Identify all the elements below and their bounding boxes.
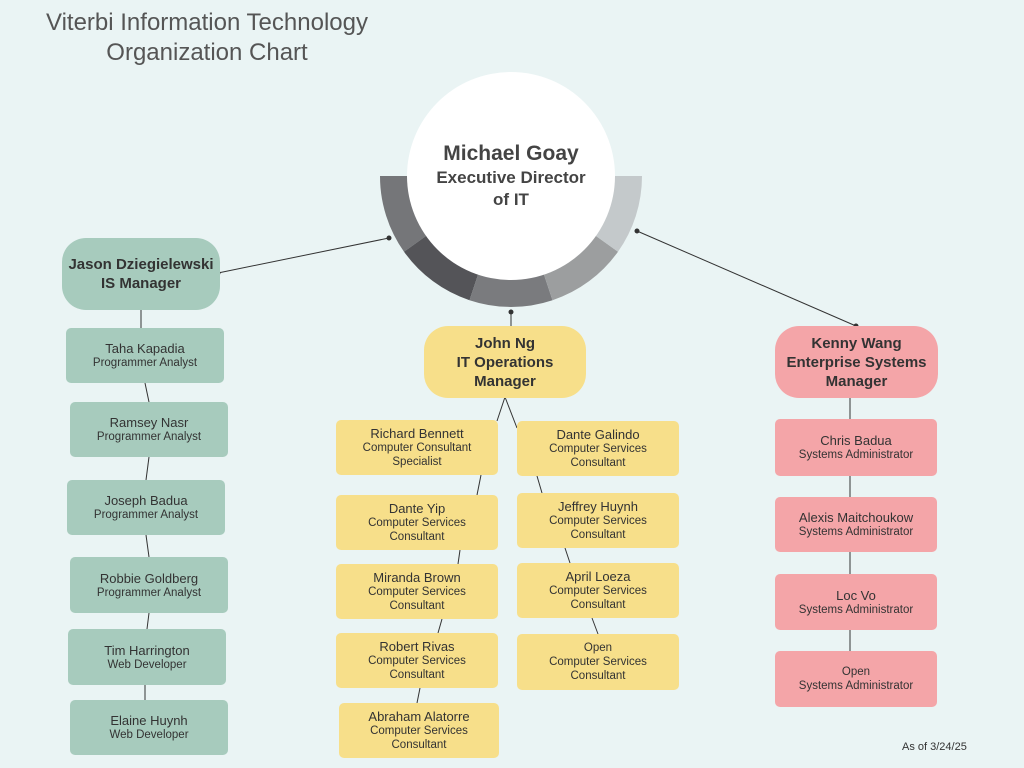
employee-role: Programmer Analyst: [93, 509, 199, 521]
employee-card: Tim Harrington Web Developer: [68, 629, 226, 685]
page-title: Viterbi Information Technology Organizat…: [22, 8, 392, 68]
manager-name: Jason Dziegielewski: [68, 256, 214, 273]
employee-card: Ramsey Nasr Programmer Analyst: [70, 402, 228, 457]
manager-role-2: Manager: [825, 372, 888, 390]
employee-card: Elaine Huynh Web Developer: [70, 700, 228, 755]
employee-name: Ramsey Nasr: [109, 415, 189, 430]
employee-role: Programmer Analyst: [92, 357, 198, 369]
employee-name: Loc Vo: [836, 587, 876, 603]
employee-name: Taha Kapadia: [105, 341, 185, 356]
manager-role: IS Manager: [100, 275, 182, 292]
employee-role: Systems Administrator: [798, 526, 914, 538]
employee-card: Loc Vo Systems Administrator: [775, 574, 937, 630]
employee-role: Systems Administrator: [798, 603, 914, 616]
employee-role: Systems Administrator: [798, 680, 914, 692]
employee-name: Alexis Maitchoukow: [798, 510, 914, 525]
ring-segment-4: [538, 226, 618, 301]
employee-name: Abraham Alatorre: [368, 709, 470, 724]
employee-role: Web Developer: [109, 729, 189, 741]
employee-name: Dante Yip: [388, 501, 446, 516]
employee-name: Open: [841, 666, 871, 678]
ring-segment-2: [404, 226, 484, 301]
title-line-2: Organization Chart: [106, 39, 308, 66]
employee-name: Open: [583, 642, 613, 654]
employee-card: Joseph Badua Programmer Analyst: [67, 480, 225, 535]
manager-is: Jason Dziegielewski IS Manager: [62, 238, 220, 310]
employee-card: Chris Badua Systems Administrator: [775, 419, 937, 476]
title-line-1: Viterbi Information Technology: [46, 9, 368, 36]
as-of-date: As of 3/24/25: [902, 741, 967, 753]
employee-name: Robert Rivas: [379, 639, 455, 654]
employee-name: Joseph Badua: [104, 493, 188, 508]
employee-card: Robbie Goldberg Programmer Analyst: [70, 557, 228, 613]
employee-name: Dante Galindo: [556, 427, 640, 442]
director-role-1: Executive Director: [436, 168, 586, 187]
director-name: Michael Goay: [443, 142, 579, 165]
employee-name: Elaine Huynh: [110, 713, 188, 728]
employee-role: Programmer Analyst: [96, 586, 202, 599]
employee-role: Web Developer: [107, 658, 187, 671]
manager-name: John Ng: [475, 334, 535, 352]
manager-role-1: Enterprise Systems: [786, 353, 927, 371]
employee-name: Miranda Brown: [373, 570, 461, 585]
employee-role: Systems Administrator: [798, 449, 914, 461]
manager-enterprise-systems: Kenny Wang Enterprise Systems Manager: [775, 326, 938, 398]
manager-it-operations: John Ng IT Operations Manager: [424, 326, 586, 398]
employee-name: Jeffrey Huynh: [558, 499, 638, 514]
employee-card: Taha Kapadia Programmer Analyst: [66, 328, 224, 383]
manager-role-2: Manager: [474, 372, 536, 390]
employee-name: Chris Badua: [820, 433, 892, 448]
manager-role-1: IT Operations: [456, 353, 554, 371]
director-role-2: of IT: [493, 190, 529, 209]
employee-role: Programmer Analyst: [96, 431, 202, 443]
employee-card-open: Open Systems Administrator: [775, 651, 937, 707]
employee-name: Robbie Goldberg: [99, 570, 199, 586]
employee-name: Richard Bennett: [370, 426, 464, 441]
employee-name: Tim Harrington: [104, 642, 190, 658]
employee-name: April Loeza: [565, 569, 631, 584]
director-node: Michael Goay Executive Director of IT: [407, 72, 615, 280]
manager-name: Kenny Wang: [811, 334, 902, 352]
employee-card: Alexis Maitchoukow Systems Administrator: [775, 497, 937, 552]
